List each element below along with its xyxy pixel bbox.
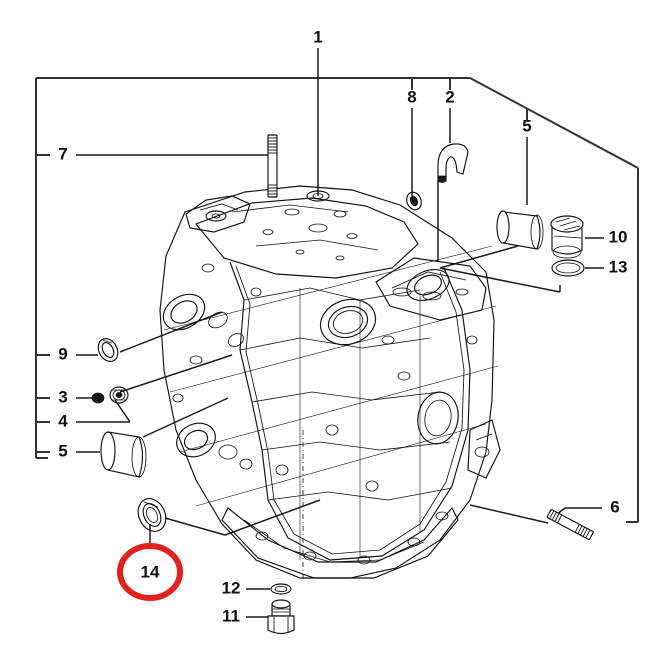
highlight-ring [117,543,183,601]
callout-label-10[interactable]: 10 [609,227,628,246]
callout-label-9[interactable]: 9 [58,344,67,363]
callout-label-12[interactable]: 12 [222,578,241,597]
callout-bracket-frame [35,77,639,523]
part-o-ring-filler [551,259,585,277]
callout-label-5[interactable]: 5 [58,441,67,460]
callout-label-4[interactable]: 4 [58,411,68,430]
part-stud-short [546,509,594,541]
callout-label-3[interactable]: 3 [58,387,67,406]
part-breather-hose [437,143,469,183]
part-bushing-right [496,210,544,250]
callout-label-11[interactable]: 11 [222,606,240,625]
callout-label-7[interactable]: 7 [58,144,67,163]
part-oil-filler-cap [550,215,584,259]
part-oil-seal-ring-9 [97,338,119,362]
part-sealing-washer [270,583,292,595]
part-bushing-left [100,431,147,478]
callout-label-14[interactable]: 14 [141,562,160,581]
callout-label-6[interactable]: 6 [610,497,619,516]
callout-label-2[interactable]: 2 [445,87,454,106]
callout-label-5b[interactable]: 5 [522,116,531,135]
callout-label-13[interactable]: 13 [609,257,628,276]
part-dowel-pin-small [91,392,105,404]
part-stud-long [267,134,278,198]
callout-label-1[interactable]: 1 [313,27,322,46]
part-o-ring-small [406,191,422,211]
part-drain-plug [267,599,295,635]
crankcase-body [159,185,501,579]
leader-lines [76,48,604,618]
part-dowel-pin-large [109,386,129,404]
highlighted-callout-14[interactable]: 14 [117,543,183,601]
callout-label-8[interactable]: 8 [407,87,416,106]
part-crankshaft-oil-seal [137,498,167,532]
callout-labels: 1 8 2 5 10 13 7 9 3 4 5 6 12 11 [58,27,627,625]
